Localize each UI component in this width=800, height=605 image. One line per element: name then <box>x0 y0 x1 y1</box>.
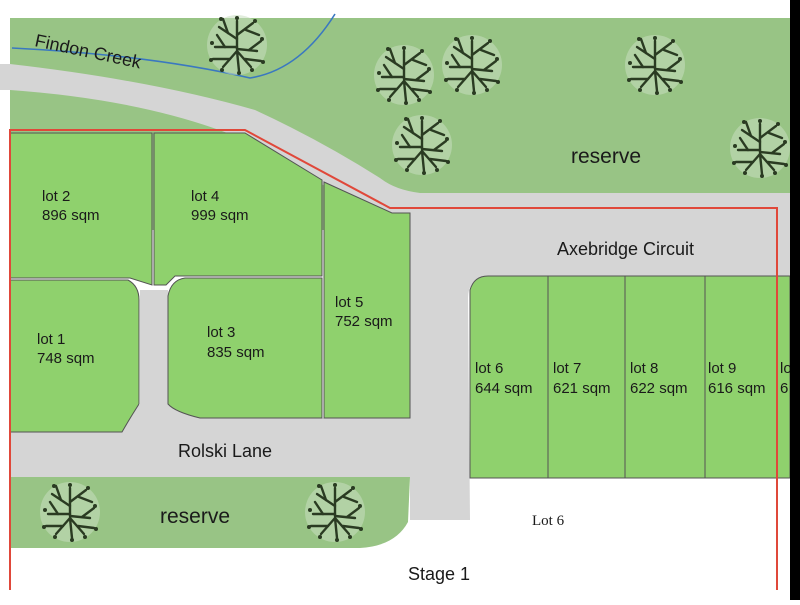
tree-icon <box>390 113 454 177</box>
tree-icon <box>623 33 687 97</box>
lot-9-shape[interactable] <box>704 275 778 479</box>
lot-5-shape[interactable] <box>323 181 411 419</box>
lot-4-area: 999 sqm <box>191 207 249 224</box>
south-reserve-label: reserve <box>160 505 230 528</box>
lot-3-shape[interactable] <box>167 277 323 419</box>
lot-8-name: lot 8 <box>630 360 658 377</box>
axebridge-circuit-label: Axebridge Circuit <box>557 239 694 259</box>
creek-path-road <box>0 64 790 213</box>
lot-7-area: 621 sqm <box>553 380 611 397</box>
rolski-lane-label: Rolski Lane <box>178 441 272 461</box>
lot-8-area: 622 sqm <box>630 380 688 397</box>
tree-icon <box>440 33 504 97</box>
lot-1-name: lot 1 <box>37 331 65 348</box>
tree-icon <box>303 480 367 544</box>
lot-10-area: 6 <box>780 380 788 397</box>
lot-6-shape[interactable] <box>469 275 549 479</box>
lot-5-area: 752 sqm <box>335 313 393 330</box>
north-reserve-label: reserve <box>571 145 641 168</box>
lot-10-name: lo <box>780 360 792 377</box>
stage-boundary-line <box>9 129 778 590</box>
right-edge-bar <box>790 0 800 600</box>
lot-4-shape[interactable] <box>153 132 323 286</box>
lot-3-name: lot 3 <box>207 324 235 341</box>
lot-2-area: 896 sqm <box>42 207 100 224</box>
lot-10-shape[interactable] <box>776 275 791 479</box>
lot-6-overlay-label: Lot 6 <box>532 513 565 529</box>
tree-icon <box>38 480 102 544</box>
lot-5-name: lot 5 <box>335 294 363 311</box>
tree-icon <box>728 116 792 180</box>
lot-9-name: lot 9 <box>708 360 736 377</box>
lot-7-shape[interactable] <box>547 275 626 479</box>
lots-layer <box>9 132 791 479</box>
lot-2-name: lot 2 <box>42 188 70 205</box>
lot-1-area: 748 sqm <box>37 350 95 367</box>
lot-3-area: 835 sqm <box>207 344 265 361</box>
lot-labels-layer: lot 2 896 sqm lot 4 999 sqm lot 1 748 sq… <box>37 188 792 397</box>
lot-4-name: lot 4 <box>191 188 219 205</box>
axebridge-circuit-road <box>410 213 790 520</box>
tree-icon <box>372 43 436 107</box>
lot-6-area: 644 sqm <box>475 380 533 397</box>
south-reserve-area <box>10 477 410 548</box>
lot-9-area: 616 sqm <box>708 380 766 397</box>
lot-6-name: lot 6 <box>475 360 503 377</box>
lot-7-name: lot 7 <box>553 360 581 377</box>
lot-8-shape[interactable] <box>624 275 706 479</box>
stage-label: Stage 1 <box>408 564 470 584</box>
lot-1-shape[interactable] <box>9 279 140 433</box>
tree-icon <box>205 13 269 77</box>
lane-strip <box>140 290 168 410</box>
